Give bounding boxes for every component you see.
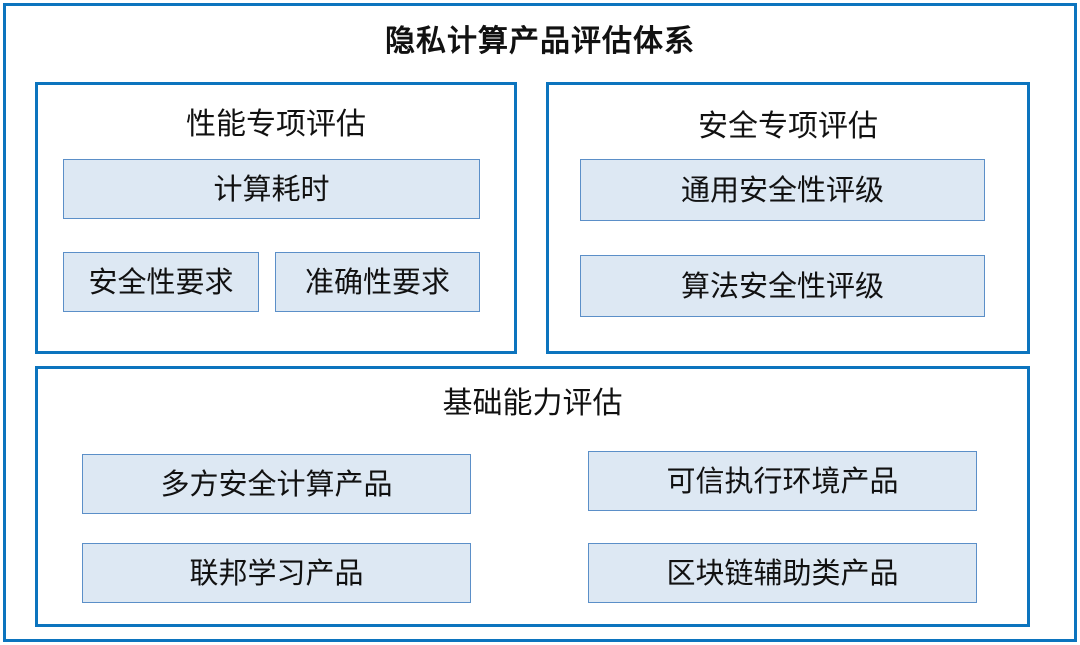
box-trusted-execution-environment: 可信执行环境产品 — [588, 451, 977, 511]
box-security-requirement: 安全性要求 — [63, 252, 259, 312]
performance-panel: 性能专项评估 计算耗时 安全性要求 准确性要求 — [35, 82, 517, 354]
diagram-frame — [3, 3, 1077, 642]
performance-panel-title: 性能专项评估 — [186, 107, 366, 142]
security-panel: 安全专项评估 通用安全性评级 算法安全性评级 — [546, 82, 1030, 354]
box-blockchain-assisted: 区块链辅助类产品 — [588, 543, 977, 603]
diagram-title: 隐私计算产品评估体系 — [385, 24, 695, 59]
box-algorithm-security-rating: 算法安全性评级 — [580, 255, 985, 317]
basic-capability-panel-title: 基础能力评估 — [442, 386, 623, 421]
box-federated-learning: 联邦学习产品 — [82, 543, 471, 603]
security-panel-title: 安全专项评估 — [698, 109, 878, 144]
box-accuracy-requirement: 准确性要求 — [275, 252, 480, 312]
box-secure-multiparty-computation: 多方安全计算产品 — [82, 454, 471, 514]
box-computation-time: 计算耗时 — [63, 159, 480, 219]
box-general-security-rating: 通用安全性评级 — [580, 159, 985, 221]
basic-capability-panel: 基础能力评估 多方安全计算产品 可信执行环境产品 联邦学习产品 区块链辅助类产品 — [35, 366, 1030, 627]
